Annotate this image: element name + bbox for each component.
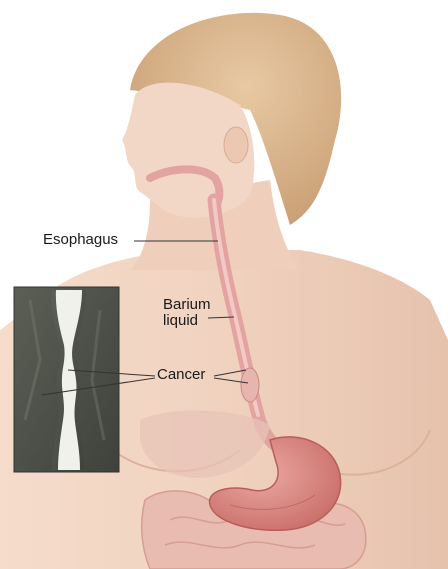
tumor (241, 368, 259, 402)
esophagus-label: Esophagus (43, 232, 118, 248)
ear (224, 127, 248, 163)
barium-label-line2: liquid (163, 313, 211, 329)
barium-label-line1: Barium (163, 297, 211, 313)
cancer-label: Cancer (157, 367, 205, 383)
barium-liquid-label: Barium liquid (163, 297, 211, 329)
